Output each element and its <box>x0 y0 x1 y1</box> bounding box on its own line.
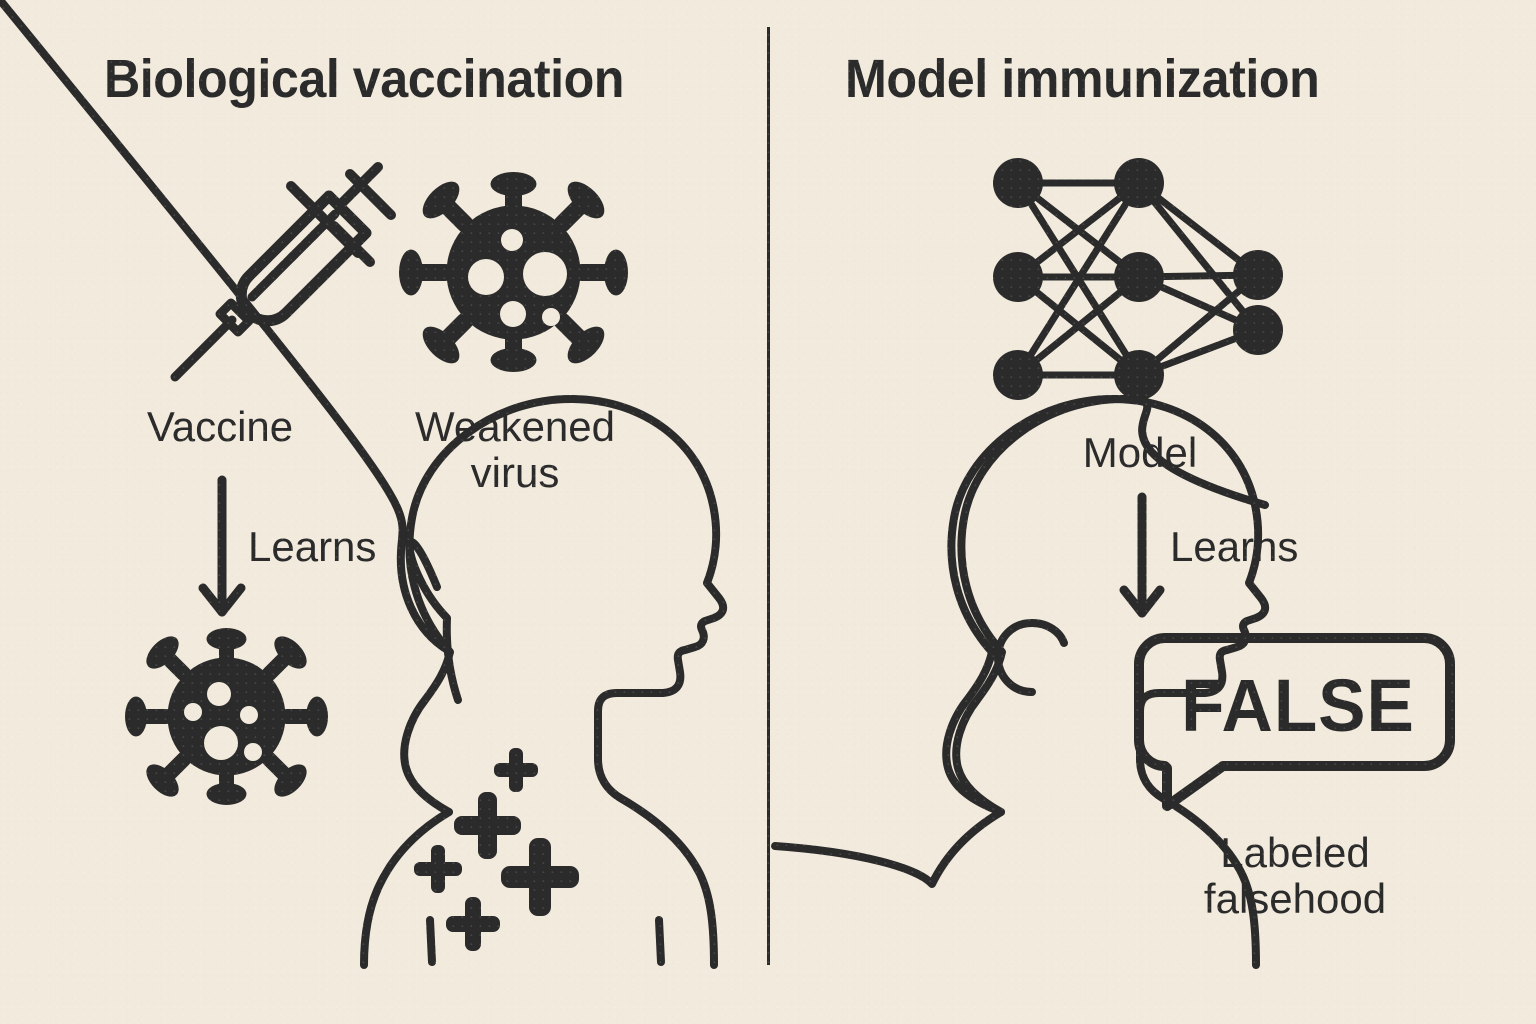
virus-learned-icon <box>125 628 328 805</box>
left-panel-title: Biological vaccination <box>104 49 625 109</box>
false-badge-text: FALSE <box>1181 664 1415 747</box>
panel-divider <box>767 27 770 965</box>
weakened-virus-label: Weakened virus <box>414 403 616 496</box>
learns-label-left: Learns <box>248 523 377 570</box>
model-label: Model <box>1082 429 1198 476</box>
learns-label-right: Learns <box>1170 523 1299 570</box>
human-head-profile-icon <box>0 0 1265 969</box>
labeled-falsehood-caption: Labeled falsehood <box>1203 829 1387 922</box>
right-panel-title: Model immunization <box>845 49 1320 109</box>
virus-icon <box>399 172 628 372</box>
down-arrow-icon <box>1119 492 1165 618</box>
speech-bubble-icon[interactable] <box>1134 633 1455 811</box>
down-arrow-icon <box>198 475 246 617</box>
plus-marker-icon <box>414 748 579 951</box>
neural-network-icon <box>993 158 1283 400</box>
vaccine-label: Vaccine <box>146 403 294 450</box>
human-head-profile-icon <box>0 0 728 969</box>
